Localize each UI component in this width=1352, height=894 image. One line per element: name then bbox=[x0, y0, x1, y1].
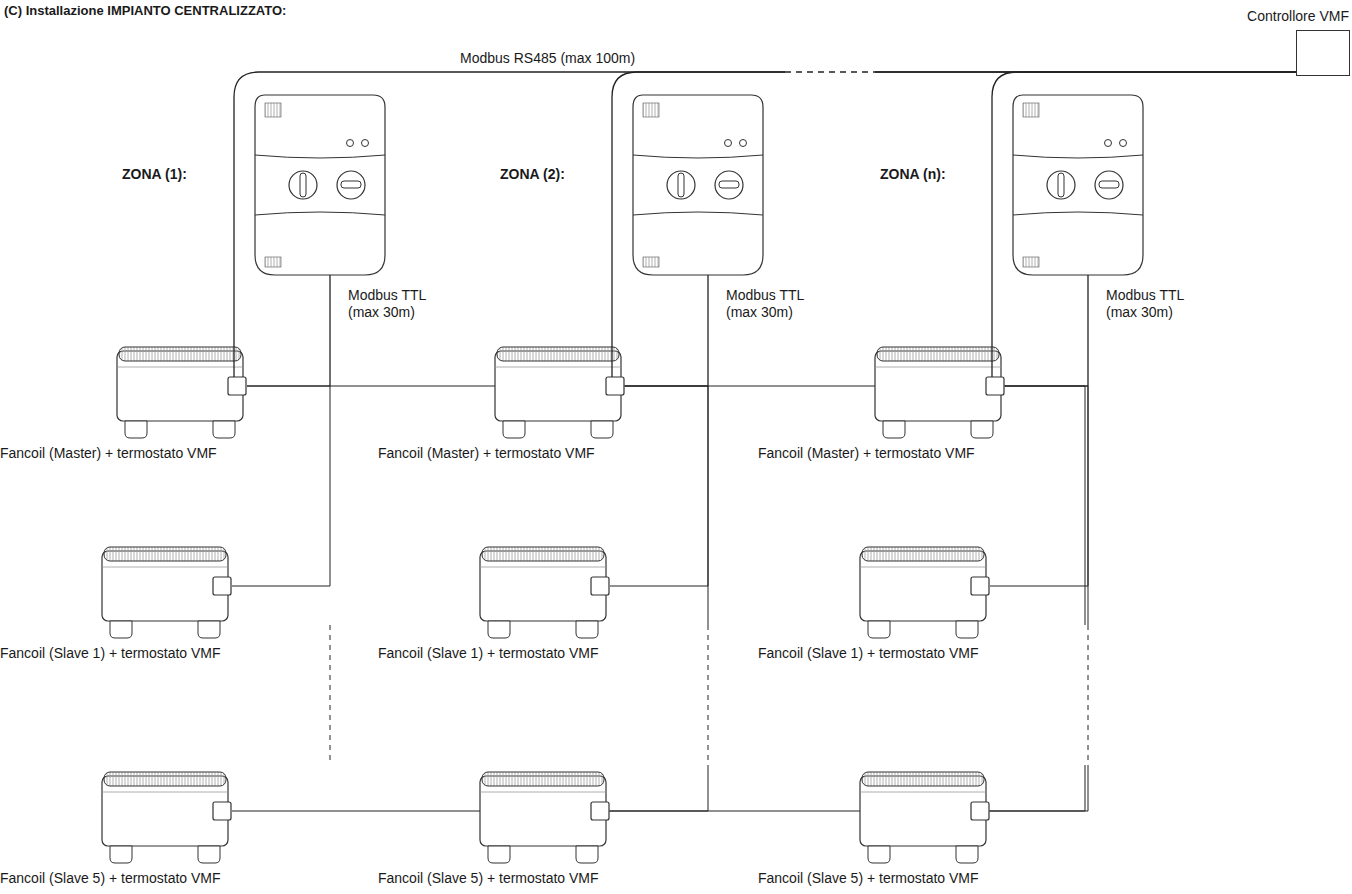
fancoil-unit: Fancoil (Master) + termostato VMF bbox=[115, 345, 247, 440]
bus-connector bbox=[232, 386, 708, 811]
fancoil-illustration bbox=[115, 345, 247, 440]
fancoil-illustration bbox=[858, 545, 990, 640]
fancoil-unit: Fancoil (Slave 5) + termostato VMF bbox=[100, 770, 232, 865]
thermostat bbox=[1013, 95, 1143, 275]
fancoil-unit: Fancoil (Master) + termostato VMF bbox=[873, 345, 1005, 440]
thermostat bbox=[255, 95, 385, 275]
fancoil-label: Fancoil (Slave 1) + termostato VMF bbox=[0, 645, 221, 662]
dashed-bus-gap bbox=[324, 66, 1094, 765]
fancoil-unit: Fancoil (Slave 1) + termostato VMF bbox=[478, 545, 610, 640]
fancoil-unit: Fancoil (Slave 1) + termostato VMF bbox=[100, 545, 232, 640]
fancoil-illustration bbox=[493, 345, 625, 440]
fancoil-unit: Fancoil (Slave 5) + termostato VMF bbox=[478, 770, 610, 865]
fancoil-illustration bbox=[858, 770, 990, 865]
thermostat bbox=[633, 95, 763, 275]
diagram-title: (C) Installazione IMPIANTO CENTRALIZZATO… bbox=[4, 2, 286, 19]
zone-label: ZONA (1): bbox=[122, 166, 187, 183]
bus-connector bbox=[612, 72, 1296, 345]
fancoil-unit: Fancoil (Master) + termostato VMF bbox=[493, 345, 625, 440]
zone-label: ZONA (2): bbox=[500, 166, 565, 183]
fancoil-illustration bbox=[873, 345, 1005, 440]
fancoil-illustration bbox=[100, 545, 232, 640]
bus-connector bbox=[992, 72, 1296, 345]
controller-label: Controllore VMF bbox=[1247, 8, 1349, 25]
fancoil-label: Fancoil (Master) + termostato VMF bbox=[758, 445, 975, 462]
bus-label: Modbus TTL (max 30m) bbox=[726, 287, 818, 321]
fancoil-unit: Fancoil (Slave 5) + termostato VMF bbox=[858, 770, 990, 865]
fancoil-label: Fancoil (Slave 5) + termostato VMF bbox=[0, 870, 221, 887]
bus-label: Modbus RS485 (max 100m) bbox=[460, 50, 635, 67]
fancoil-label: Fancoil (Master) + termostato VMF bbox=[378, 445, 595, 462]
fancoil-label: Fancoil (Slave 5) + termostato VMF bbox=[378, 870, 599, 887]
zone-label: ZONA (n): bbox=[880, 166, 946, 183]
fancoil-label: Fancoil (Slave 1) + termostato VMF bbox=[378, 645, 599, 662]
fancoil-illustration bbox=[100, 770, 232, 865]
bus-connector bbox=[610, 386, 708, 586]
fancoil-label: Fancoil (Master) + termostato VMF bbox=[0, 445, 217, 462]
fancoil-illustration bbox=[478, 770, 610, 865]
bus-label: Modbus TTL (max 30m) bbox=[1106, 287, 1198, 321]
fancoil-illustration bbox=[478, 545, 610, 640]
fancoil-label: Fancoil (Slave 5) + termostato VMF bbox=[758, 870, 979, 887]
fancoil-unit: Fancoil (Slave 1) + termostato VMF bbox=[858, 545, 990, 640]
controller-box: Controllore VMF bbox=[1296, 30, 1350, 76]
bus-connector bbox=[610, 386, 1088, 811]
bus-label: Modbus TTL (max 30m) bbox=[348, 287, 440, 321]
bus-connector bbox=[232, 386, 330, 586]
bus-connector bbox=[990, 386, 1088, 586]
bus-connector bbox=[990, 386, 1085, 811]
bus-connector bbox=[234, 72, 1296, 345]
fancoil-label: Fancoil (Slave 1) + termostato VMF bbox=[758, 645, 979, 662]
